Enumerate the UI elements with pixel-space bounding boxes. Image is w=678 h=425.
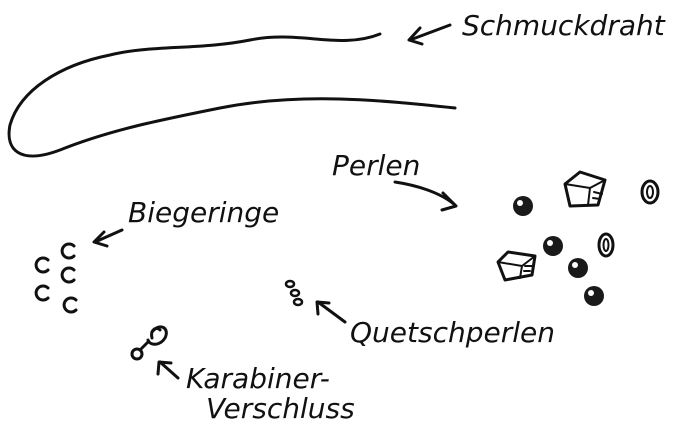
jump-ring-icon	[60, 266, 76, 284]
clasp-arrow-icon	[156, 360, 180, 380]
beads-label: Perlen	[332, 149, 420, 182]
bead-icon	[563, 170, 607, 208]
bead-icon	[543, 236, 563, 256]
bead-icon	[584, 286, 604, 306]
jump-rings-label: Biegeringe	[128, 196, 279, 229]
bead-icon	[597, 232, 615, 258]
crimp-beads-label: Quetschperlen	[350, 316, 555, 349]
jump-rings-arrow-icon	[92, 228, 124, 248]
wire-label: Schmuckdraht	[462, 9, 666, 42]
clasp-icon	[130, 325, 168, 361]
jump-ring-icon	[34, 284, 50, 302]
jump-ring-icon	[34, 256, 50, 274]
clasp-label-line2: Verschluss	[206, 392, 355, 425]
bead-icon	[513, 196, 533, 216]
crimp-beads-group	[284, 279, 304, 307]
jump-ring-icon	[60, 242, 76, 260]
crimp-beads-arrow-icon	[315, 300, 347, 324]
crimp-bead-icon	[289, 288, 301, 298]
jump-ring-icon	[62, 296, 78, 314]
bead-icon	[568, 258, 588, 278]
beads-group	[496, 170, 660, 306]
bead-icon	[496, 250, 537, 282]
jump-rings-group	[34, 242, 78, 314]
bead-icon	[640, 179, 660, 205]
clasp-label-line1: Karabiner-	[186, 362, 330, 395]
beads-arrow-icon	[393, 180, 458, 212]
crimp-bead-icon	[284, 279, 296, 289]
crimp-bead-icon	[292, 297, 304, 307]
wire-icon	[7, 32, 457, 158]
wire-arrow-icon	[407, 23, 452, 46]
